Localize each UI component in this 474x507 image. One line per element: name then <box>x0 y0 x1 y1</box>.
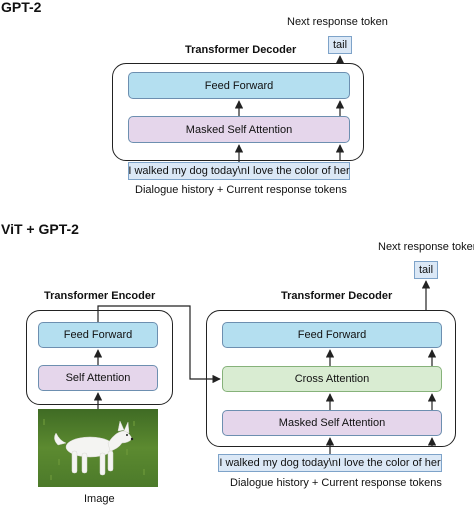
dog-photo-graphic <box>38 409 158 487</box>
gpt2-masked-self-attention-block: Masked Self Attention <box>128 116 350 143</box>
decoder-feed-forward-block: Feed Forward <box>222 322 442 348</box>
encoder-feed-forward-block: Feed Forward <box>38 322 158 348</box>
vit-gpt2-output-token: tail <box>414 261 438 279</box>
cross-attention-block: Cross Attention <box>222 366 442 392</box>
vit-gpt2-input-caption: Dialogue history + Current response toke… <box>230 477 442 489</box>
gpt2-title: GPT-2 <box>1 0 42 15</box>
gpt2-next-token-label: Next response token <box>287 16 388 28</box>
gpt2-decoder-title: Transformer Decoder <box>185 44 297 56</box>
encoder-frame <box>26 310 173 405</box>
encoder-self-attention-block: Self Attention <box>38 365 158 391</box>
decoder-masked-self-attention-block: Masked Self Attention <box>222 410 442 436</box>
encoder-to-cross-attention-arrow <box>97 305 221 384</box>
gpt2-decoder-frame <box>112 63 364 161</box>
gpt2-output-token: tail <box>328 36 352 54</box>
gpt2-input-tokens: I walked my dog today\nI love the color … <box>128 162 350 180</box>
vit-gpt2-title: ViT + GPT-2 <box>1 221 79 237</box>
gpt2-feed-forward-block: Feed Forward <box>128 72 350 99</box>
image-caption: Image <box>84 493 115 505</box>
vit-gpt2-input-tokens: I walked my dog today\nI love the color … <box>218 454 442 472</box>
vit-gpt2-next-token-label: Next response token <box>378 241 474 253</box>
vit-gpt2-decoder-title: Transformer Decoder <box>281 290 393 302</box>
gpt2-input-caption: Dialogue history + Current response toke… <box>135 184 347 196</box>
encoder-title: Transformer Encoder <box>44 290 156 302</box>
dog-photo <box>38 409 158 487</box>
